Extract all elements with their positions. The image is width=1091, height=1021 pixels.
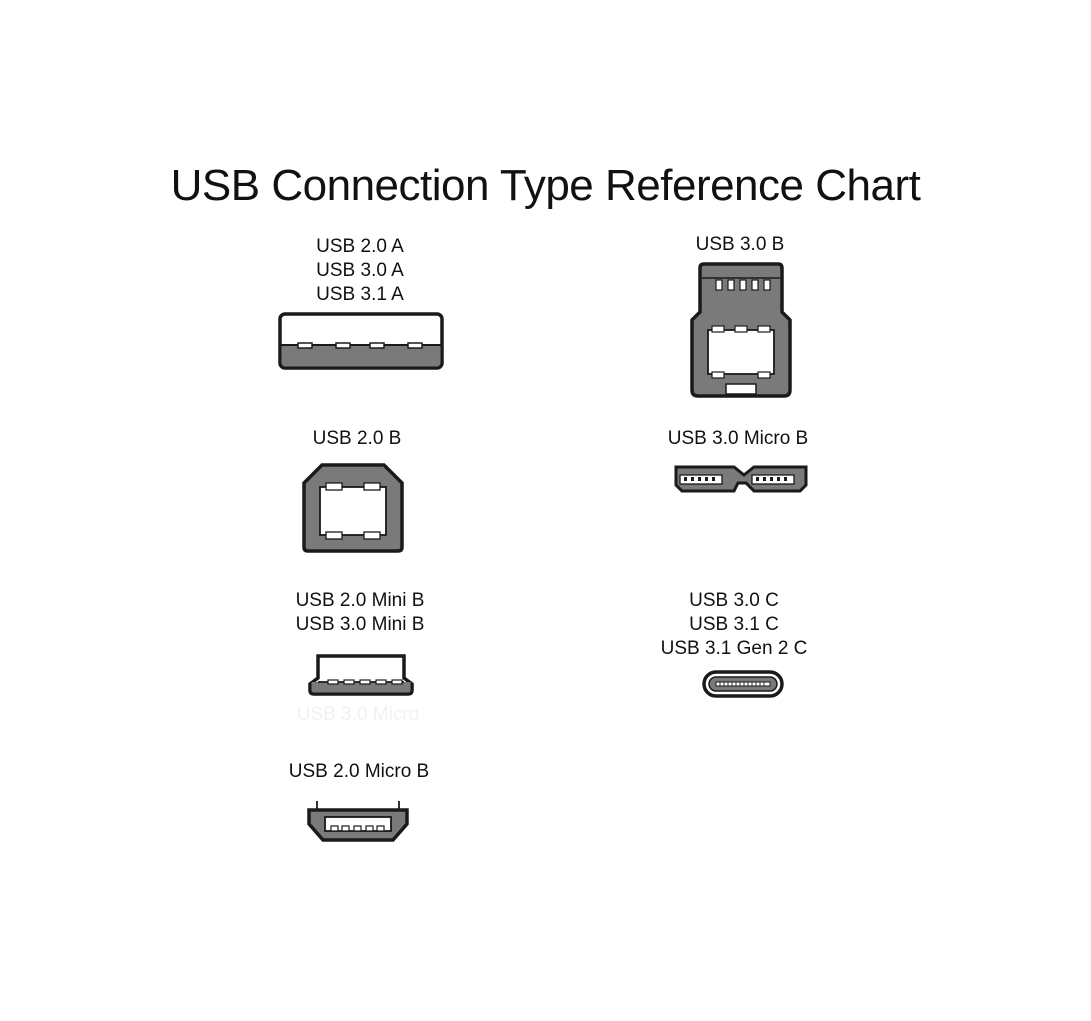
usb3-b-connector-icon <box>690 262 792 398</box>
usb3-micro-b-label-line: USB 3.0 Micro B <box>667 428 809 449</box>
usb3-micro-b-label: USB 3.0 Micro B <box>638 427 838 451</box>
usb-a-label-line: USB 3.0 A <box>316 260 404 281</box>
usb3-b-label-line: USB 3.0 B <box>695 234 785 255</box>
usb-c-label-line: USB 3.0 C <box>689 590 779 611</box>
mini-b-label: USB 2.0 Mini B USB 3.0 Mini B <box>260 589 460 637</box>
mini-b-connector-icon <box>308 654 414 696</box>
usb3-micro-b-connector-icon <box>674 465 808 493</box>
usb3-b-label: USB 3.0 B <box>640 233 840 257</box>
usb-a-label-line: USB 2.0 A <box>316 236 404 257</box>
usb-c-label-line: USB 3.1 C <box>689 614 779 635</box>
micro-b-label: USB 2.0 Micro B <box>259 760 459 784</box>
mini-b-label-line: USB 2.0 Mini B <box>295 590 425 611</box>
micro-b-label-line: USB 2.0 Micro B <box>288 761 430 782</box>
mini-b-label-line: USB 3.0 Mini B <box>295 614 425 635</box>
usb-c-label: USB 3.0 C USB 3.1 C USB 3.1 Gen 2 C <box>634 589 834 661</box>
usb2-b-label: USB 2.0 B <box>257 427 457 451</box>
usb2-b-label-line: USB 2.0 B <box>312 428 402 449</box>
usb2-b-connector-icon <box>302 463 404 553</box>
usb-a-label-line: USB 3.1 A <box>316 284 404 305</box>
usb-a-label: USB 2.0 A USB 3.0 A USB 3.1 A <box>260 235 460 307</box>
usb-a-connector-icon <box>278 312 444 370</box>
ghost-label: USB 3.0 Micro <box>296 704 420 725</box>
usb-c-label-line: USB 3.1 Gen 2 C <box>660 638 808 659</box>
chart-title: USB Connection Type Reference Chart <box>170 161 921 210</box>
micro-b-connector-icon <box>307 801 409 842</box>
usb-c-connector-icon <box>702 670 784 698</box>
